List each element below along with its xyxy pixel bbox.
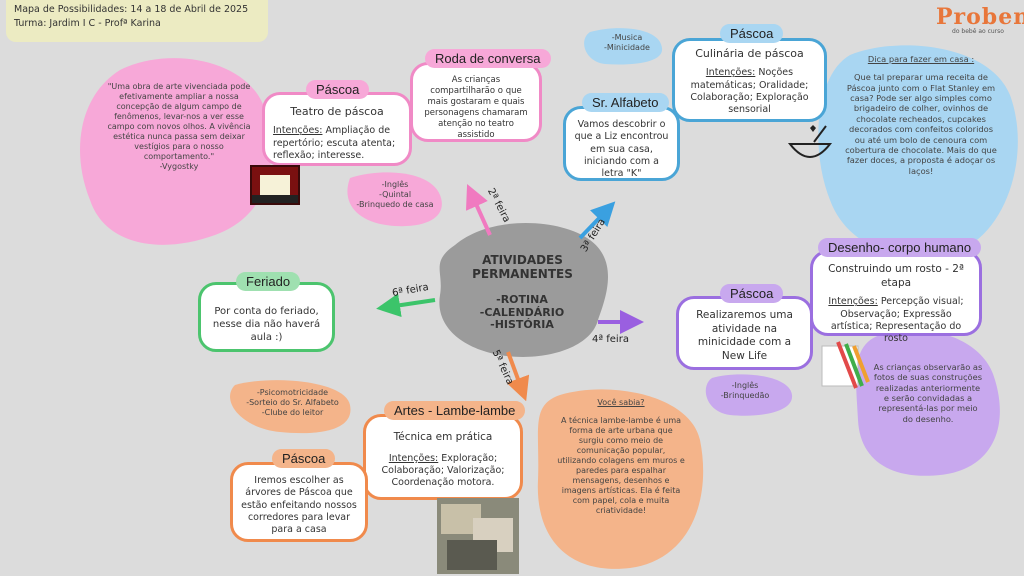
drawing-pencils-icon bbox=[821, 341, 870, 389]
minicidade-card: Realizaremos uma atividade na minicidade… bbox=[676, 296, 813, 370]
minicidade-tag: Páscoa bbox=[720, 284, 784, 303]
lambe-lambe-image bbox=[437, 498, 519, 574]
minicidade-text: Realizaremos uma atividade na minicidade… bbox=[696, 309, 793, 362]
center-title: ATIVIDADES PERMANENTES bbox=[472, 253, 573, 282]
arvores-card: Iremos escolher as árvores de Páscoa que… bbox=[230, 462, 368, 542]
center-blob bbox=[439, 222, 608, 357]
quote-blob bbox=[80, 58, 272, 245]
center-items: -ROTINA -CALENDÁRIO -HISTÓRIA bbox=[462, 293, 582, 332]
dica-blob bbox=[818, 45, 1018, 257]
arrow-friday bbox=[376, 293, 436, 318]
logo-tagline: do bebê ao curso bbox=[952, 28, 1004, 35]
teatro-extras: -Inglês -Quintal -Brinquedo de casa bbox=[356, 180, 434, 209]
teatro-tag: Páscoa bbox=[306, 80, 370, 99]
culinaria-intencoes-label: Intenções: bbox=[705, 67, 756, 79]
quote-text: "Uma obra de arte vivenciada pode efetiv… bbox=[104, 82, 254, 172]
alfabeto-extras: -Musica -Minicidade bbox=[604, 33, 650, 52]
arrow-thursday bbox=[506, 351, 530, 402]
alfabeto-text: Vamos descobrir o que a Liz encontrou em… bbox=[574, 119, 669, 180]
roda-tag: Roda de conversa bbox=[425, 49, 551, 68]
sabia-title: Você sabia? bbox=[597, 398, 645, 407]
theater-stage-image bbox=[250, 165, 300, 205]
artes-intencoes: Exploração; Colaboração; Valorização; Co… bbox=[381, 452, 505, 489]
header-box: Mapa de Possibilidades: 14 a 18 de Abril… bbox=[6, 0, 268, 42]
culinaria-intencoes: Noções matemáticas; Oralidade; Colaboraç… bbox=[690, 67, 809, 116]
artes-extras-blob bbox=[230, 380, 351, 434]
arrow-monday bbox=[465, 184, 492, 236]
center-item-calendario: -CALENDÁRIO bbox=[479, 305, 565, 319]
artes-extras: -Psicomotricidade -Sorteio do Sr. Alfabe… bbox=[246, 388, 339, 417]
desenho-card: Construindo um rosto - 2ª etapa Intençõe… bbox=[810, 250, 982, 344]
sabia-blob bbox=[537, 389, 704, 569]
teatro-intencoes-label: Intenções: bbox=[273, 125, 323, 137]
sabia-box: Você sabia? A técnica lambe-lambe é uma … bbox=[556, 398, 686, 516]
artes-intencoes-label: Intenções: bbox=[388, 452, 439, 464]
feriado-card: Por conta do feriado, nesse dia não have… bbox=[198, 282, 335, 352]
artes-title: Técnica em prática bbox=[393, 431, 493, 443]
dica-box: Dica para fazer em casa : Que tal prepar… bbox=[845, 54, 997, 176]
teatro-intencoes: Ampliação de repertório; escuta atenta; … bbox=[273, 125, 396, 161]
culinaria-tag: Páscoa bbox=[720, 24, 784, 43]
desenho-note-blob bbox=[856, 330, 1000, 476]
logo-text: Proben bbox=[936, 4, 1024, 30]
header-class: Turma: Jardim I C - Profª Karina bbox=[14, 17, 161, 29]
desenho-note: As crianças observarão as fotos de suas … bbox=[873, 362, 983, 424]
arvores-text: Iremos escolher as árvores de Páscoa que… bbox=[241, 475, 357, 536]
teatro-card: Teatro de páscoa Intenções: Ampliação de… bbox=[262, 92, 412, 166]
feriado-text: Por conta do feriado, nesse dia não have… bbox=[212, 306, 321, 343]
artes-tag: Artes - Lambe-lambe bbox=[384, 401, 526, 420]
arrow-tuesday bbox=[578, 201, 616, 240]
sabia-text: A técnica lambe-lambe é uma forma de art… bbox=[557, 416, 685, 515]
minicidade-extras: -Inglês -Brinquedão bbox=[720, 381, 770, 400]
culinaria-title: Culinária de páscoa bbox=[695, 47, 804, 60]
quote-author: -Vygostky bbox=[159, 162, 199, 171]
dica-text: Que tal preparar uma receita de Páscoa j… bbox=[845, 72, 997, 176]
center-item-historia: -HISTÓRIA bbox=[490, 318, 554, 332]
roda-text: As crianças compartilharão o que mais go… bbox=[424, 75, 528, 141]
culinaria-card: Culinária de páscoa Intenções: Noções ma… bbox=[672, 38, 827, 122]
teatro-extras-blob bbox=[347, 172, 442, 227]
desenho-intencoes-label: Intenções: bbox=[828, 296, 878, 308]
arvores-tag: Páscoa bbox=[272, 449, 336, 468]
teatro-title: Teatro de páscoa bbox=[290, 105, 384, 118]
alfabeto-card: Vamos descobrir o que a Liz encontrou em… bbox=[563, 106, 680, 181]
alfabeto-extras-blob bbox=[584, 28, 663, 65]
brand-logo: Proben do bebê ao curso bbox=[936, 4, 1024, 44]
minicidade-extras-blob bbox=[705, 374, 793, 416]
artes-card: Técnica em prática Intenções: Exploração… bbox=[363, 414, 523, 500]
dica-title: Dica para fazer em casa : bbox=[867, 54, 975, 64]
day-label-wednesday: 4ª feira bbox=[592, 334, 629, 345]
desenho-title: Construindo um rosto - 2ª etapa bbox=[828, 263, 964, 289]
desenho-intencoes: Percepção visual; Observação; Expressão … bbox=[830, 296, 964, 345]
header-title: Mapa de Possibilidades: 14 a 18 de Abril… bbox=[14, 4, 249, 15]
alfabeto-tag: Sr. Alfabeto bbox=[582, 93, 669, 112]
feriado-tag: Feriado bbox=[236, 272, 301, 291]
roda-card: As crianças compartilharão o que mais go… bbox=[410, 62, 542, 142]
mixing-bowl-icon bbox=[787, 125, 833, 158]
desenho-tag: Desenho- corpo humano bbox=[818, 238, 982, 257]
center-item-rotina: -ROTINA bbox=[496, 293, 548, 306]
